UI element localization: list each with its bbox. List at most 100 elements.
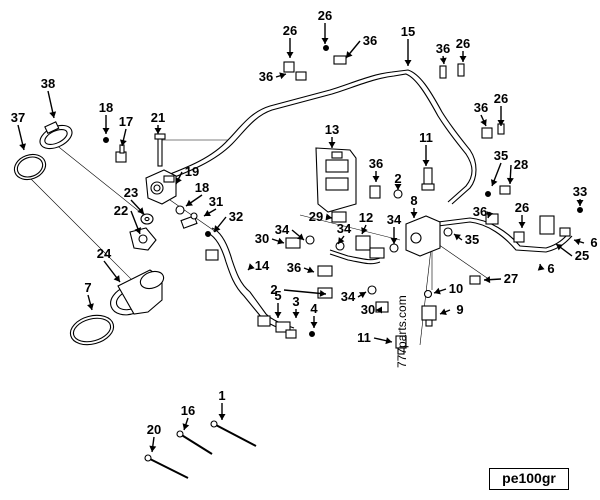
callout-14: 14 — [247, 258, 270, 273]
callout-26: 26 — [456, 36, 470, 62]
callout-number: 6 — [547, 261, 554, 276]
callout-arrowhead — [204, 209, 211, 216]
callout-arrowhead — [361, 227, 368, 234]
callout-arrowhead — [459, 56, 467, 62]
callout-4: 4 — [310, 301, 318, 328]
callout-36: 36 — [259, 69, 287, 84]
callout-arrowhead — [307, 266, 314, 274]
fitting-26-topleft — [283, 61, 307, 81]
callout-arrowhead — [102, 128, 110, 134]
callout-38: 38 — [41, 76, 57, 119]
callout-number: 34 — [341, 289, 356, 304]
callout-36: 36 — [345, 33, 377, 59]
callout-number: 13 — [325, 122, 339, 137]
callout-arrowhead — [440, 308, 447, 316]
callout-7: 7 — [84, 280, 94, 311]
callout-arrowhead — [480, 119, 487, 126]
callout-34: 34 — [275, 222, 305, 241]
callout-32: 32 — [213, 209, 243, 233]
callout-2: 2 — [270, 282, 327, 297]
callout-26: 26 — [494, 91, 508, 126]
callout-36: 36 — [473, 204, 494, 219]
callout-arrowhead — [277, 237, 284, 245]
callout-number: 1 — [218, 388, 225, 403]
callout-number: 19 — [185, 164, 199, 179]
fitting-29 — [331, 211, 347, 223]
callout-5: 5 — [274, 288, 282, 318]
callout-arrowhead — [325, 213, 332, 221]
callout-number: 36 — [287, 260, 301, 275]
callout-arrowhead — [149, 445, 157, 452]
callout-arrowhead — [434, 287, 441, 295]
callout-9: 9 — [439, 302, 464, 317]
callout-arrowhead — [439, 57, 447, 64]
callout-number: 30 — [255, 231, 269, 246]
pin-16 — [176, 430, 213, 455]
callout-20: 20 — [147, 422, 161, 453]
fitting-28 — [499, 185, 511, 195]
callout-number: 34 — [337, 221, 352, 236]
fitting-26-topright — [457, 63, 465, 77]
callout-11: 11 — [357, 330, 393, 345]
callout-number: 18 — [99, 100, 113, 115]
fitting-5 — [257, 315, 271, 327]
callout-16: 16 — [181, 403, 195, 431]
callout-13: 13 — [325, 122, 339, 148]
callout-29: 29 — [309, 209, 333, 224]
callout-22: 22 — [114, 203, 142, 235]
callout-37: 37 — [11, 110, 27, 151]
callout-arrowhead — [292, 312, 300, 318]
fitting-36-lower — [317, 265, 333, 277]
washer-34-b — [335, 241, 345, 251]
callout-number: 32 — [229, 209, 243, 224]
callout-10: 10 — [433, 281, 463, 296]
callout-arrowhead — [214, 225, 221, 232]
fitting-31 — [180, 212, 198, 229]
callout-number: 34 — [275, 222, 290, 237]
washer-10 — [423, 289, 433, 299]
callout-31: 31 — [203, 194, 223, 217]
callout-arrowhead — [376, 306, 382, 314]
callout-number: 11 — [419, 130, 433, 145]
washer-23 — [140, 213, 154, 225]
callout-17: 17 — [119, 114, 133, 147]
callout-2: 2 — [394, 171, 402, 190]
clamp-38 — [39, 121, 73, 150]
fitting-17 — [115, 144, 127, 163]
callout-arrowhead — [497, 120, 505, 126]
callout-arrowhead — [338, 237, 345, 244]
callout-number: 10 — [449, 281, 463, 296]
callout-35: 35 — [453, 232, 479, 247]
callout-19: 19 — [175, 164, 199, 185]
callout-33: 33 — [573, 184, 587, 206]
callout-arrowhead — [319, 289, 326, 297]
callout-18: 18 — [185, 180, 209, 207]
callout-arrowhead — [484, 276, 491, 284]
callout-23: 23 — [124, 185, 145, 215]
callout-number: 36 — [259, 69, 273, 84]
callout-number: 28 — [514, 157, 528, 172]
callout-number: 14 — [255, 258, 270, 273]
callout-number: 36 — [436, 41, 450, 56]
washer-35-a — [443, 227, 453, 237]
callout-number: 26 — [283, 23, 297, 38]
callout-number: 3 — [292, 294, 299, 309]
callout-arrowhead — [182, 423, 190, 430]
callout-34: 34 — [387, 212, 402, 244]
callout-arrowhead — [486, 211, 494, 218]
callout-11: 11 — [419, 130, 433, 166]
fitting-25 — [539, 215, 571, 237]
callout-arrowhead — [310, 322, 318, 328]
callout-number: 27 — [504, 271, 518, 286]
pin-1 — [210, 420, 257, 447]
callout-arrowhead — [506, 177, 514, 184]
callout-arrowhead — [297, 233, 304, 240]
callout-36: 36 — [369, 156, 383, 182]
callout-30: 30 — [255, 231, 285, 246]
callout-number: 35 — [494, 148, 508, 163]
callout-15: 15 — [401, 24, 415, 66]
callout-27: 27 — [483, 271, 518, 286]
callout-arrowhead — [372, 176, 380, 182]
callout-arrowhead — [394, 184, 402, 190]
